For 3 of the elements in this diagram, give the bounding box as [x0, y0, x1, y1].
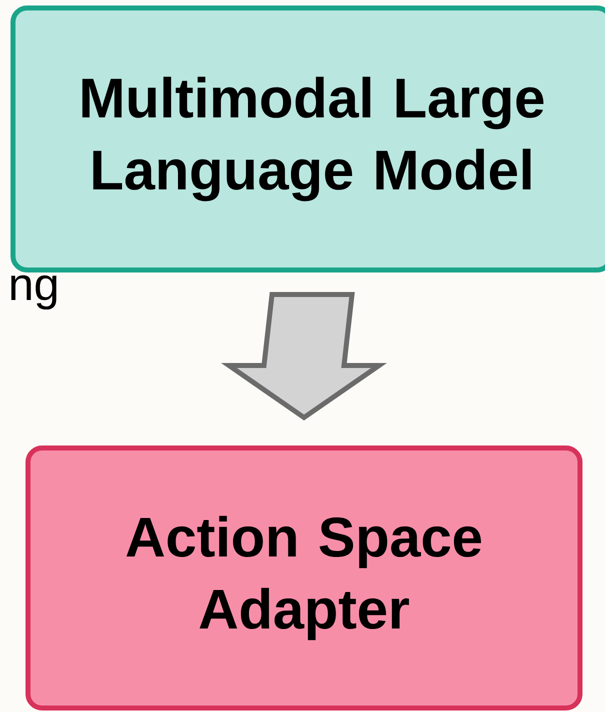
model-box: Multimodal Large Language Model: [10, 6, 605, 272]
block-arrow: [221, 292, 387, 421]
adapter-box: Action Space Adapter: [26, 446, 582, 710]
